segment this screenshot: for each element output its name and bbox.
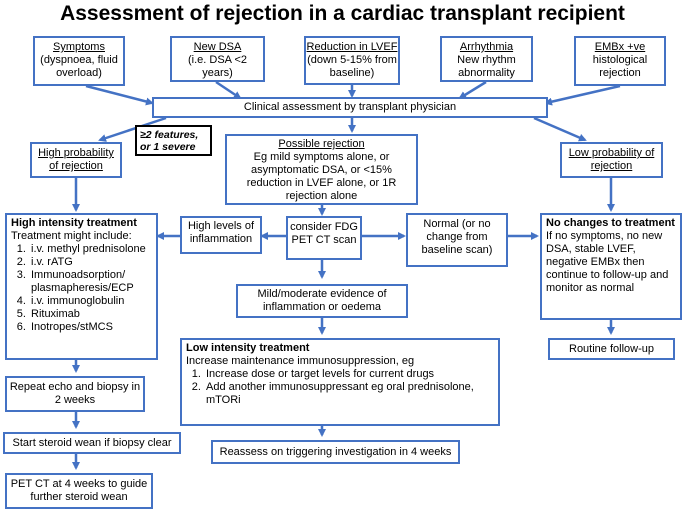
list-item: Increase dose or target levels for curre…: [204, 368, 494, 381]
trigger-text: (down 5-15% from baseline): [307, 54, 397, 79]
no-changes-heading: No changes to treatment: [546, 217, 675, 229]
repeat-echo-biopsy: Repeat echo and biopsy in 2 weeks: [5, 376, 145, 412]
trigger-symptoms: Symptoms (dyspnoea, fluid overload): [33, 36, 125, 86]
trigger-text: histological rejection: [592, 54, 648, 79]
list-item: Immunoadsorption/ plasmapheresis/ECP: [29, 269, 152, 295]
arrow-new-dsa: [215, 80, 242, 100]
trigger-heading: Arrhythmia: [459, 41, 514, 53]
trigger-heading: Symptoms: [53, 41, 105, 53]
list-item: Rituximab: [29, 308, 152, 321]
trigger-embx: EMBx +ve histological rejection: [574, 36, 666, 86]
list-item: Add another immunosuppressant eg oral pr…: [204, 381, 494, 407]
criteria-callout: ≥2 features, or 1 severe: [135, 125, 212, 156]
low-intensity-treatment: Low intensity treatment Increase mainten…: [180, 338, 500, 426]
mild-moderate-evidence: Mild/moderate evidence of inflammation o…: [236, 284, 408, 318]
low-probability-rejection: Low probability of rejection: [560, 142, 663, 178]
low-intensity-intro: Increase maintenance immunosuppression, …: [186, 355, 415, 367]
possible-rejection: Possible rejection Eg mild symptoms alon…: [225, 134, 418, 205]
arrow-arrhythmia: [458, 80, 487, 100]
list-item: i.v. methyl prednisolone: [29, 243, 152, 256]
normal-scan: Normal (or no change from baseline scan): [406, 213, 508, 267]
low-intensity-list: Increase dose or target levels for curre…: [186, 368, 494, 407]
arrow-to-low-probability: [533, 116, 587, 142]
no-changes-text: If no symptoms, no new DSA, stable LVEF,…: [546, 230, 669, 294]
routine-follow-up: Routine follow-up: [548, 338, 675, 360]
high-intensity-treatment: High intensity treatment Treatment might…: [5, 213, 158, 360]
trigger-heading: EMBx +ve: [594, 41, 646, 53]
page-title: Assessment of rejection in a cardiac tra…: [60, 2, 625, 25]
trigger-arrhythmia: Arrhythmia New rhythm abnormality: [440, 36, 533, 82]
pet-ct-4-weeks: PET CT at 4 weeks to guide further stero…: [5, 473, 153, 509]
high-probability-rejection: High probability of rejection: [30, 142, 122, 178]
arrow-to-high-probability: [98, 116, 167, 142]
no-changes-to-treatment: No changes to treatment If no symptoms, …: [540, 213, 682, 320]
fdg-pet-ct: consider FDG PET CT scan: [286, 216, 362, 260]
trigger-new-dsa: New DSA (i.e. DSA <2 years): [170, 36, 265, 82]
start-steroid-wean: Start steroid wean if biopsy clear: [3, 432, 181, 454]
high-inflammation: High levels of inflammation: [180, 216, 262, 254]
high-intensity-heading: High intensity treatment: [11, 217, 137, 229]
trigger-lvef: Reduction in LVEF (down 5-15% from basel…: [304, 36, 400, 85]
trigger-heading: New DSA: [193, 41, 242, 53]
list-item: i.v. rATG: [29, 256, 152, 269]
trigger-text: (dyspnoea, fluid overload): [40, 54, 118, 79]
list-item: i.v. immunoglobulin: [29, 295, 152, 308]
high-intensity-intro: Treatment might include:: [11, 230, 132, 242]
possible-rejection-text: Eg mild symptoms alone, or asymptomatic …: [246, 151, 397, 202]
reassess-4-weeks: Reassess on triggering investigation in …: [211, 440, 460, 464]
possible-rejection-heading: Possible rejection: [278, 138, 365, 150]
high-intensity-list: i.v. methyl prednisolone i.v. rATG Immun…: [11, 243, 152, 334]
low-intensity-heading: Low intensity treatment: [186, 342, 310, 354]
trigger-text: New rhythm abnormality: [457, 54, 516, 79]
trigger-heading: Reduction in LVEF: [306, 41, 398, 53]
clinical-assessment: Clinical assessment by transplant physic…: [152, 97, 548, 118]
arrow-symptoms: [85, 84, 154, 106]
list-item: Inotropes/stMCS: [29, 321, 152, 334]
trigger-text: (i.e. DSA <2 years): [187, 54, 247, 79]
arrow-embx: [544, 84, 621, 106]
